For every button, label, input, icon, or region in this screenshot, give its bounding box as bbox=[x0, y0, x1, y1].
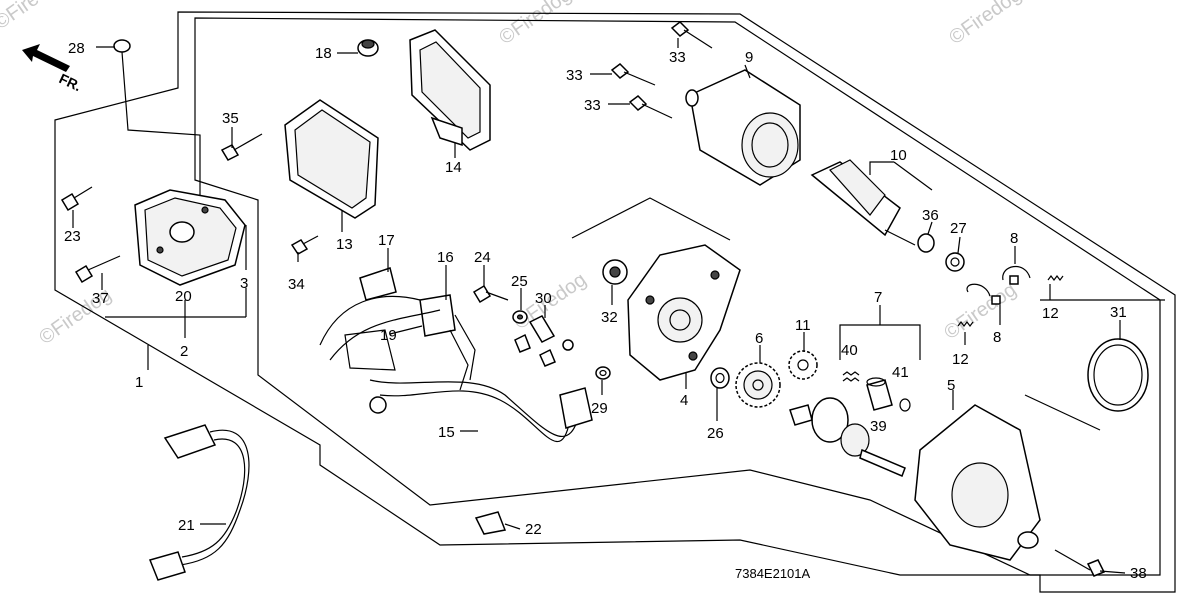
watermark: ©Firedog bbox=[940, 279, 1020, 344]
boundary-31 bbox=[1024, 299, 1165, 431]
assembly-boundary-inner bbox=[194, 17, 1161, 576]
part-8-brushes bbox=[966, 266, 1031, 305]
callout-33c: 33 bbox=[669, 49, 686, 66]
part-11-gear bbox=[788, 350, 818, 380]
part-36-washer bbox=[917, 233, 935, 253]
part-22-clamp bbox=[474, 511, 507, 535]
callout-8a: 8 bbox=[1010, 230, 1018, 247]
callout-36: 36 bbox=[922, 207, 939, 224]
callout-1: 1 bbox=[135, 374, 143, 391]
part-25-washer bbox=[512, 310, 528, 324]
callout-11: 11 bbox=[795, 317, 811, 334]
part-31-o-ring bbox=[1087, 338, 1149, 412]
part-6-gear bbox=[735, 362, 781, 408]
callout-24: 24 bbox=[474, 249, 491, 266]
callout-15: 15 bbox=[438, 424, 455, 441]
part-23-bolt bbox=[60, 186, 93, 212]
callout-9: 9 bbox=[745, 49, 753, 66]
callout-23: 23 bbox=[64, 228, 81, 245]
callouts: 1 2 3 4 5 6 7 8 8 9 10 11 12 12 13 14 15… bbox=[64, 40, 1147, 582]
callout-26: 26 bbox=[707, 425, 724, 442]
assembly-boundary-outer bbox=[54, 11, 1176, 593]
callout-10: 10 bbox=[890, 147, 907, 164]
part-9-yoke bbox=[685, 69, 801, 186]
part-35-screw bbox=[220, 133, 263, 161]
callout-31: 31 bbox=[1110, 304, 1127, 321]
callout-13: 13 bbox=[336, 236, 353, 253]
callout-33a: 33 bbox=[566, 67, 583, 84]
leader-lines bbox=[72, 38, 1126, 574]
callout-37: 37 bbox=[92, 290, 109, 307]
callout-18: 18 bbox=[315, 45, 332, 62]
part-41-ring bbox=[899, 398, 911, 412]
part-21-power-cord bbox=[148, 424, 250, 581]
callout-3: 3 bbox=[240, 275, 248, 292]
callout-25: 25 bbox=[511, 273, 528, 290]
callout-2: 2 bbox=[180, 343, 188, 360]
part-13-control-box bbox=[284, 99, 379, 219]
part-24-bolt bbox=[472, 284, 509, 304]
callout-17: 17 bbox=[378, 232, 395, 249]
callout-39: 39 bbox=[870, 418, 887, 435]
part-32-bearing bbox=[602, 259, 628, 285]
callout-33b: 33 bbox=[584, 97, 601, 114]
callout-16: 16 bbox=[437, 249, 454, 266]
watermark: ©Firedog bbox=[495, 0, 575, 49]
part-terminals bbox=[514, 333, 574, 367]
watermark: ©Firedog bbox=[945, 0, 1025, 49]
callout-35: 35 bbox=[222, 110, 239, 127]
part-38-bolt bbox=[1054, 549, 1106, 577]
callout-20: 20 bbox=[175, 288, 192, 305]
part-26-washer bbox=[710, 367, 730, 389]
boundary-4 bbox=[571, 197, 731, 241]
callout-12b: 12 bbox=[952, 351, 969, 368]
callout-7: 7 bbox=[874, 289, 882, 306]
part-29-washer bbox=[595, 366, 611, 380]
callout-8b: 8 bbox=[993, 329, 1001, 346]
callout-28: 28 bbox=[68, 40, 85, 57]
part-37-bolt bbox=[74, 255, 121, 284]
callout-6: 6 bbox=[755, 330, 763, 347]
watermarks: ©Firedog ©Firedog ©Firedog ©Firedog ©Fir… bbox=[0, 0, 1025, 349]
callout-27: 27 bbox=[950, 220, 967, 237]
callout-41: 41 bbox=[892, 364, 909, 381]
part-40-spring bbox=[842, 371, 860, 382]
part-30-collar bbox=[528, 315, 556, 343]
part-7-drive-assembly bbox=[789, 397, 906, 477]
part-5-starter-housing bbox=[914, 404, 1041, 561]
arrow-icon bbox=[22, 44, 70, 72]
part-39-collar bbox=[866, 377, 893, 411]
callout-21: 21 bbox=[178, 517, 195, 534]
callout-14: 14 bbox=[445, 159, 462, 176]
callout-12a: 12 bbox=[1042, 305, 1059, 322]
part-34-screw bbox=[290, 235, 319, 255]
callout-5: 5 bbox=[947, 377, 955, 394]
callout-34: 34 bbox=[288, 276, 305, 293]
part-28-clip bbox=[113, 39, 201, 205]
callout-19: 19 bbox=[380, 327, 397, 344]
part-10-armature bbox=[810, 159, 916, 246]
part-12-springs bbox=[957, 275, 1064, 327]
part-14-frame bbox=[409, 29, 491, 151]
callout-29: 29 bbox=[591, 400, 608, 417]
part-27-washer bbox=[945, 252, 965, 272]
callout-30: 30 bbox=[535, 290, 552, 307]
watermark: ©Firedog bbox=[0, 0, 70, 34]
part-4-bracket bbox=[627, 244, 741, 381]
direction-label: FR. bbox=[57, 70, 84, 94]
part-2-rear-cover bbox=[134, 189, 246, 286]
diagram-code: 7384E2101A bbox=[735, 566, 811, 581]
part-15-wire-harness bbox=[319, 267, 593, 443]
callout-38: 38 bbox=[1130, 565, 1147, 582]
callout-22: 22 bbox=[525, 521, 542, 538]
callout-40: 40 bbox=[841, 342, 858, 359]
part-33-screws bbox=[610, 21, 713, 119]
part-18-cap bbox=[357, 39, 379, 57]
callout-32: 32 bbox=[601, 309, 618, 326]
callout-4: 4 bbox=[680, 392, 688, 409]
